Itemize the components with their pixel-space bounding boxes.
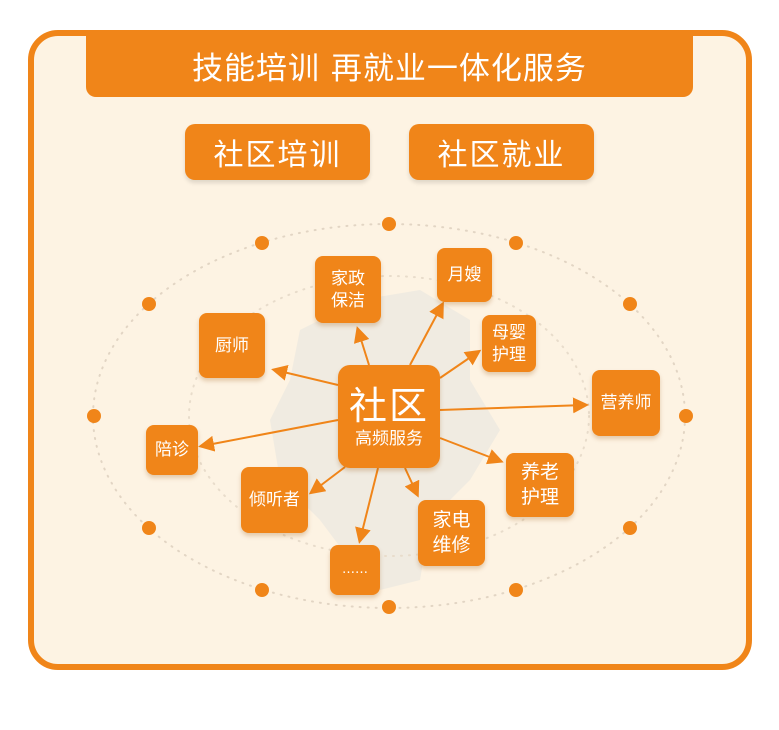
node-label: 养老护理 <box>520 461 559 508</box>
center-title: 社区 <box>348 383 429 428</box>
inner-orbit <box>188 275 590 557</box>
node-chef[interactable]: 厨师 <box>199 313 265 378</box>
center-node[interactable]: 社区 高频服务 <box>338 365 440 468</box>
node-nutritionist[interactable]: 营养师 <box>592 370 660 436</box>
node-label: 家电维修 <box>432 509 471 556</box>
node-appliance-repair[interactable]: 家电维修 <box>418 500 485 566</box>
node-housekeeping[interactable]: 家政保洁 <box>315 256 381 323</box>
community-training-button[interactable]: 社区培训 <box>185 124 370 180</box>
node-escort[interactable]: 陪诊 <box>146 425 198 475</box>
node-maternity[interactable]: 月嫂 <box>437 248 492 302</box>
node-listener[interactable]: 倾听者 <box>241 467 308 533</box>
node-infant-care[interactable]: 母婴护理 <box>482 315 536 372</box>
node-label: 家政保洁 <box>331 268 365 311</box>
node-elderly-care[interactable]: 养老护理 <box>506 453 574 517</box>
community-employment-button[interactable]: 社区就业 <box>409 124 594 180</box>
node-label: 母婴护理 <box>492 322 526 365</box>
arrows <box>198 301 589 544</box>
orbit-dots <box>87 217 693 614</box>
page-title: 技能培训 再就业一体化服务 <box>86 34 693 97</box>
center-subtitle: 高频服务 <box>355 428 423 449</box>
node-more[interactable]: …… <box>330 545 380 595</box>
